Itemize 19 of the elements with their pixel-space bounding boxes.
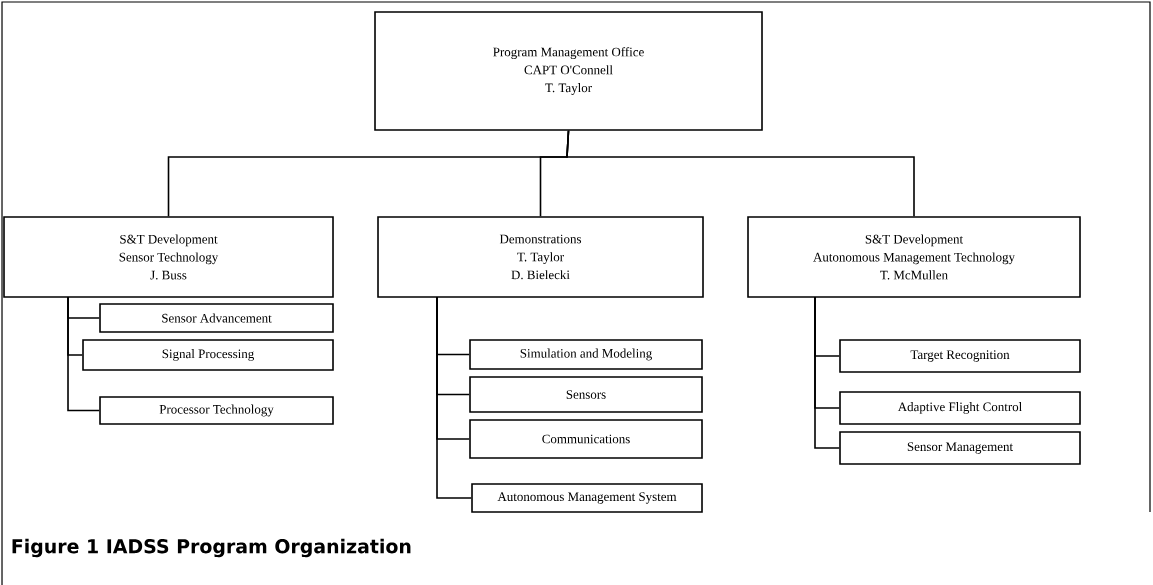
org-box: S&T Development Sensor Technology J. Buss [3, 216, 334, 298]
connector-line [566, 130, 915, 217]
unit-box: Adaptive Flight Control [839, 391, 1081, 425]
unit-box: Sensor Advancement [99, 303, 334, 333]
unit-box: Processor Technology [99, 396, 334, 425]
figure-caption: Figure 1 IADSS Program Organization [12, 538, 411, 558]
unit-box: Communications [469, 419, 703, 459]
connector-line [67, 296, 100, 412]
org-box: S&T Development Autonomous Management Technology T. McMullen [747, 216, 1081, 298]
unit-box: Signal Processing [82, 339, 334, 371]
unit-box: Target Recognition [839, 339, 1081, 373]
org-box: Demonstrations T. Taylor D. Bielecki [377, 216, 704, 298]
connector-line [814, 296, 840, 449]
org-box: Program Management Office CAPT O'Connell T. Taylor [374, 11, 763, 131]
unit-box: Autonomous Management System [471, 483, 703, 513]
unit-box: Sensor Management [839, 431, 1081, 465]
unit-box: Sensors [469, 376, 703, 413]
connector-line [436, 296, 472, 499]
unit-box: Simulation and Modeling [469, 339, 703, 370]
